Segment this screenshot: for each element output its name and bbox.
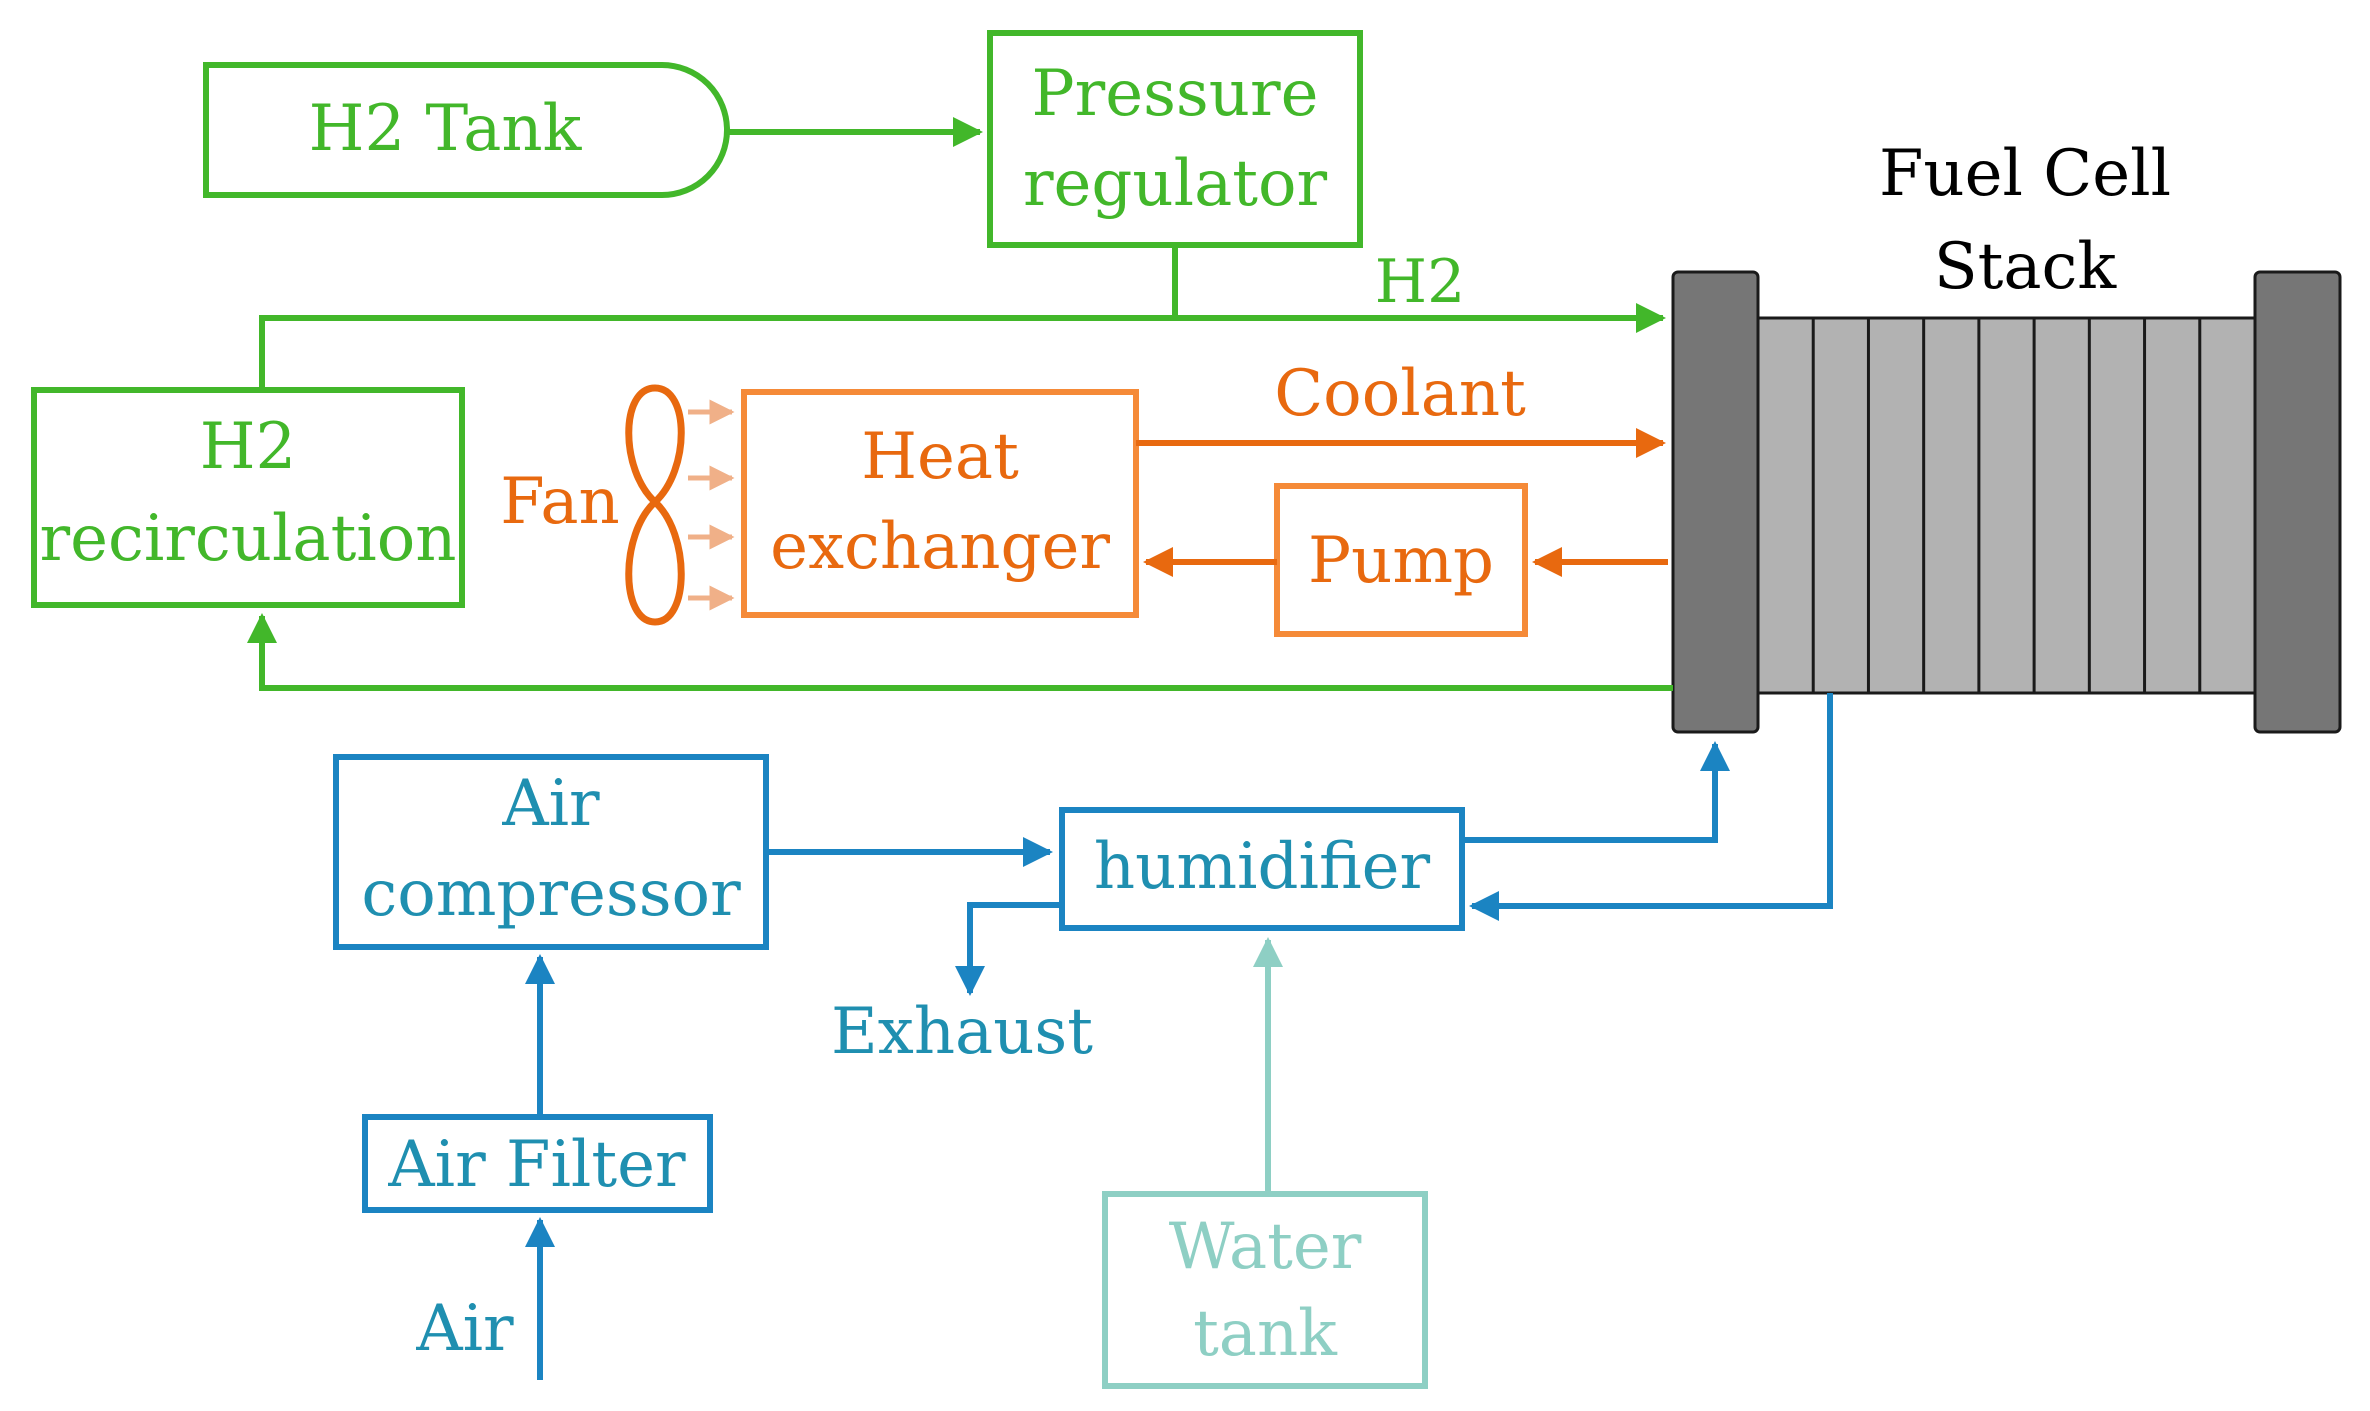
water-supply: Water tank (1102, 937, 1428, 1389)
hydrogen-loop: H2 Tank Pressure regulator H2 H2 recircu… (31, 30, 1673, 691)
humidifier-exhaust-arrow (955, 902, 1062, 996)
air-compressor-label-line1: Air (501, 767, 600, 841)
heat-exchanger-label-line2: exchanger (770, 510, 1110, 584)
air-supply: Air compressor Air Filter Air humidifier… (333, 693, 1833, 1380)
heat-exchanger-box (741, 389, 1139, 618)
air-filter-label: Air Filter (387, 1128, 686, 1202)
stack-end-plate-left (1671, 270, 1760, 734)
h2-recirculation-label-line1: H2 (200, 410, 297, 484)
pressure-regulator-label-line1: Pressure (1032, 57, 1319, 131)
h2-recirculation-box (31, 387, 465, 608)
coolant-flow-label: Coolant (1274, 357, 1526, 431)
stack-to-humidifier-return-arrow (1469, 693, 1833, 921)
exhaust-label: Exhaust (831, 995, 1093, 1069)
humidifier-label: humidifier (1094, 830, 1431, 904)
h2-return-line-arrow (247, 613, 1673, 691)
air-inlet-label: Air (415, 1292, 514, 1366)
stack-cells-body (1756, 316, 2257, 695)
heat-exchanger-label-line1: Heat (861, 420, 1019, 494)
stack-cell-dividers (1811, 318, 2202, 693)
h2-recirculation-label-line2: recirculation (40, 502, 457, 576)
pressure-regulator-box (987, 30, 1363, 248)
water-tank-label-line1: Water (1169, 1210, 1362, 1284)
pressure-regulator-label-line2: regulator (1023, 147, 1328, 221)
water-tank-label-line2: tank (1193, 1297, 1338, 1371)
pump-label: Pump (1308, 524, 1494, 598)
stack-title-line1: Fuel Cell (1879, 137, 2171, 211)
fan-icon (625, 384, 685, 626)
h2-flow-label: H2 (1375, 247, 1466, 317)
pump-box (1274, 483, 1528, 637)
air-compressor-box (333, 754, 769, 950)
air-compressor-label-line2: compressor (361, 857, 741, 931)
humidifier-box (1059, 807, 1465, 931)
stack-title-line2: Stack (1934, 230, 2118, 304)
stack-end-plate-right (2253, 270, 2342, 734)
fan-airflow-arrows (688, 399, 735, 611)
h2-tank-box (203, 62, 730, 198)
air-filter-box (362, 1114, 713, 1213)
h2-tank-label: H2 Tank (309, 92, 583, 166)
fuel-cell-stack: Fuel Cell Stack (1671, 137, 2342, 734)
coolant-loop: Fan Heat exchanger Coolant Pump (500, 357, 1668, 637)
h2-supply-line-arrow (259, 303, 1666, 390)
humidifier-to-stack-arrow (1462, 741, 1730, 843)
fan-label: Fan (500, 465, 619, 539)
